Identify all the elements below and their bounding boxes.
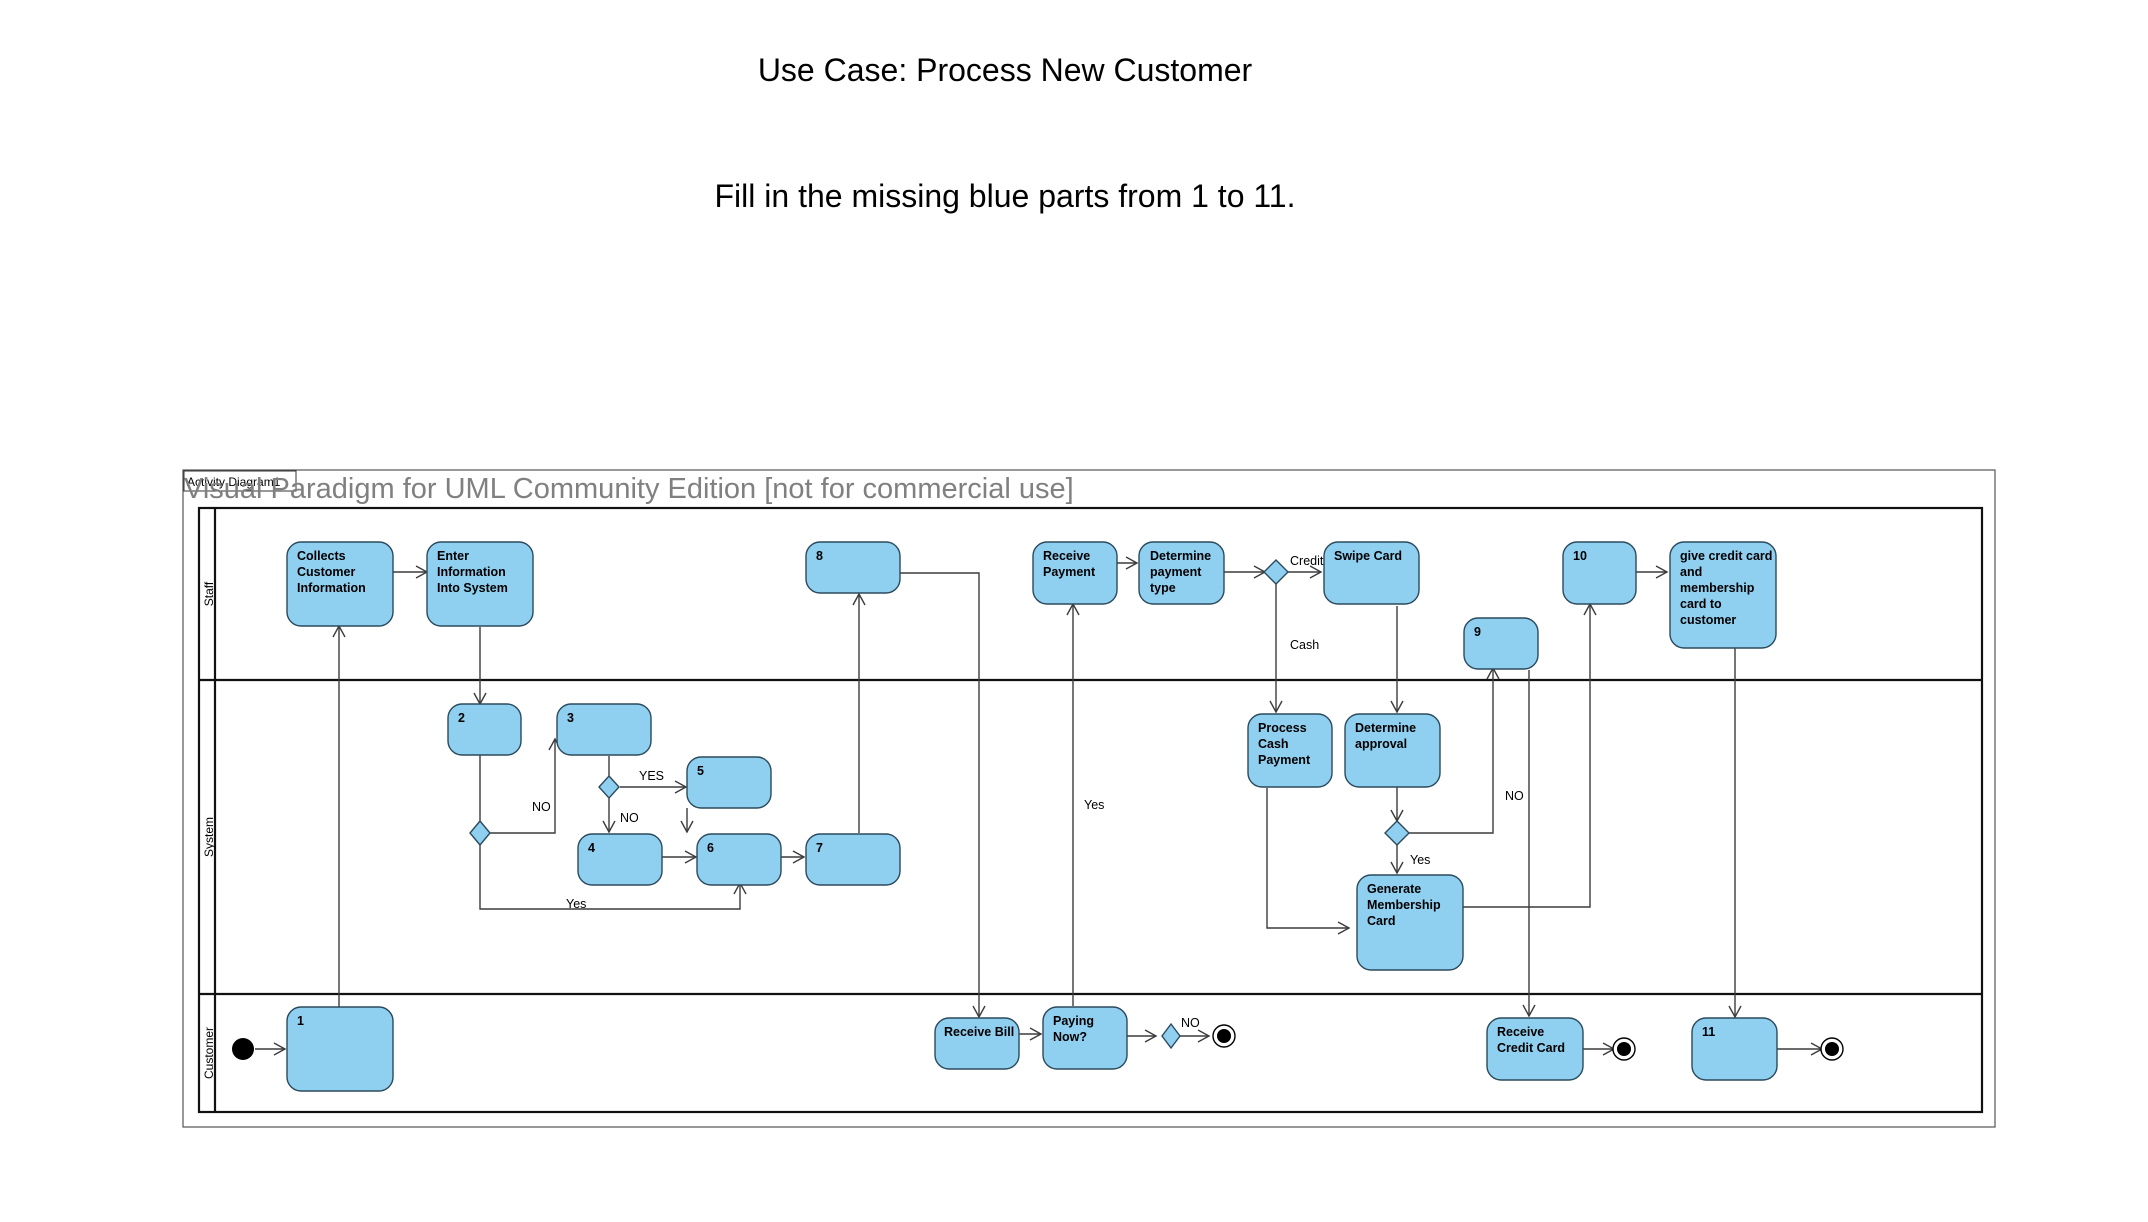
decision-diamond-approval xyxy=(1384,820,1410,846)
label-1: 1 xyxy=(297,1014,304,1028)
guard-yes-2: Yes xyxy=(566,897,586,911)
action-process-cash-payment xyxy=(1247,713,1333,788)
initial-node xyxy=(232,1038,254,1060)
action-4 xyxy=(577,833,663,886)
action-11 xyxy=(1691,1017,1778,1081)
label-collects: Collects Customer Information xyxy=(297,549,366,595)
action-determine-payment-type xyxy=(1138,541,1225,605)
action-7 xyxy=(805,833,901,886)
guard-no-2: NO xyxy=(532,800,551,814)
decision-diamond-paying-now xyxy=(1161,1022,1181,1050)
decision-diamond-payment-type xyxy=(1263,559,1289,585)
action-collects-customer-information xyxy=(286,541,394,627)
guard-yes-3: YES xyxy=(639,769,664,783)
instruction-text: Fill in the missing blue parts from 1 to… xyxy=(714,178,1296,214)
action-8 xyxy=(805,541,901,594)
label-5: 5 xyxy=(697,764,704,778)
guard-no-approval: NO xyxy=(1505,789,1524,803)
final-node-paying xyxy=(1212,1024,1236,1048)
action-3 xyxy=(556,703,652,756)
action-2 xyxy=(447,703,522,756)
label-9: 9 xyxy=(1474,625,1481,639)
label-paying-now: Paying Now? xyxy=(1053,1014,1097,1044)
action-determine-approval xyxy=(1344,713,1441,788)
label-swipe-card: Swipe Card xyxy=(1334,549,1402,563)
label-generate-card: Generate Membership Card xyxy=(1367,882,1444,928)
label-11: 11 xyxy=(1702,1025,1715,1039)
action-give-credit-card xyxy=(1669,541,1777,649)
action-receive-bill xyxy=(934,1017,1020,1070)
action-receive-credit-card xyxy=(1486,1017,1584,1081)
action-1 xyxy=(286,1006,394,1092)
action-9 xyxy=(1463,617,1539,670)
label-4: 4 xyxy=(588,841,595,855)
final-node-11 xyxy=(1820,1037,1844,1061)
guard-no-3: NO xyxy=(620,811,639,825)
decision-diamond-3 xyxy=(598,774,620,800)
label-10: 10 xyxy=(1573,549,1587,563)
label-determine-payment: Determine payment type xyxy=(1150,549,1215,595)
lane-label-customer: Customer xyxy=(202,1027,216,1079)
flow-connectors xyxy=(255,556,1824,1056)
action-enter-information xyxy=(426,541,534,627)
use-case-title: Use Case: Process New Customer xyxy=(757,52,1253,88)
guard-no-pay: NO xyxy=(1181,1016,1200,1030)
guard-credit: Credit xyxy=(1290,554,1324,568)
guard-yes-approval: Yes xyxy=(1410,853,1430,867)
label-enter: Enter Information Into System xyxy=(437,549,509,595)
frame-label: Activity Diagram1 xyxy=(187,475,281,489)
action-paying-now xyxy=(1042,1006,1128,1070)
action-receive-payment xyxy=(1032,541,1118,605)
label-determine-approval: Determine approval xyxy=(1355,721,1420,751)
final-node-credit-card xyxy=(1612,1037,1636,1061)
label-receive-payment: Receive Payment xyxy=(1043,549,1096,579)
action-6 xyxy=(696,833,782,886)
label-process-cash: Process Cash Payment xyxy=(1258,721,1311,767)
label-2: 2 xyxy=(458,711,465,725)
action-10 xyxy=(1562,541,1637,605)
decision-diamond-2 xyxy=(469,819,491,847)
lane-label-system: System xyxy=(202,817,216,857)
lane-label-staff: Staff xyxy=(202,581,216,606)
label-give-card: give credit card and membership card to … xyxy=(1680,549,1776,627)
label-8: 8 xyxy=(816,549,823,563)
label-7: 7 xyxy=(816,841,823,855)
label-receive-bill: Receive Bill xyxy=(944,1025,1014,1039)
label-receive-credit: Receive Credit Card xyxy=(1497,1025,1565,1055)
label-3: 3 xyxy=(567,711,574,725)
action-swipe-card xyxy=(1323,541,1420,605)
frame-label-box xyxy=(183,470,297,492)
guard-yes-pay: Yes xyxy=(1084,798,1104,812)
swimlane-container xyxy=(197,506,1984,1114)
guard-cash: Cash xyxy=(1290,638,1319,652)
action-5 xyxy=(686,756,772,809)
label-6: 6 xyxy=(707,841,714,855)
action-generate-membership-card xyxy=(1356,874,1464,971)
watermark-text: Visual Paradigm for UML Community Editio… xyxy=(184,473,1074,505)
diagram-frame xyxy=(182,469,1996,1128)
